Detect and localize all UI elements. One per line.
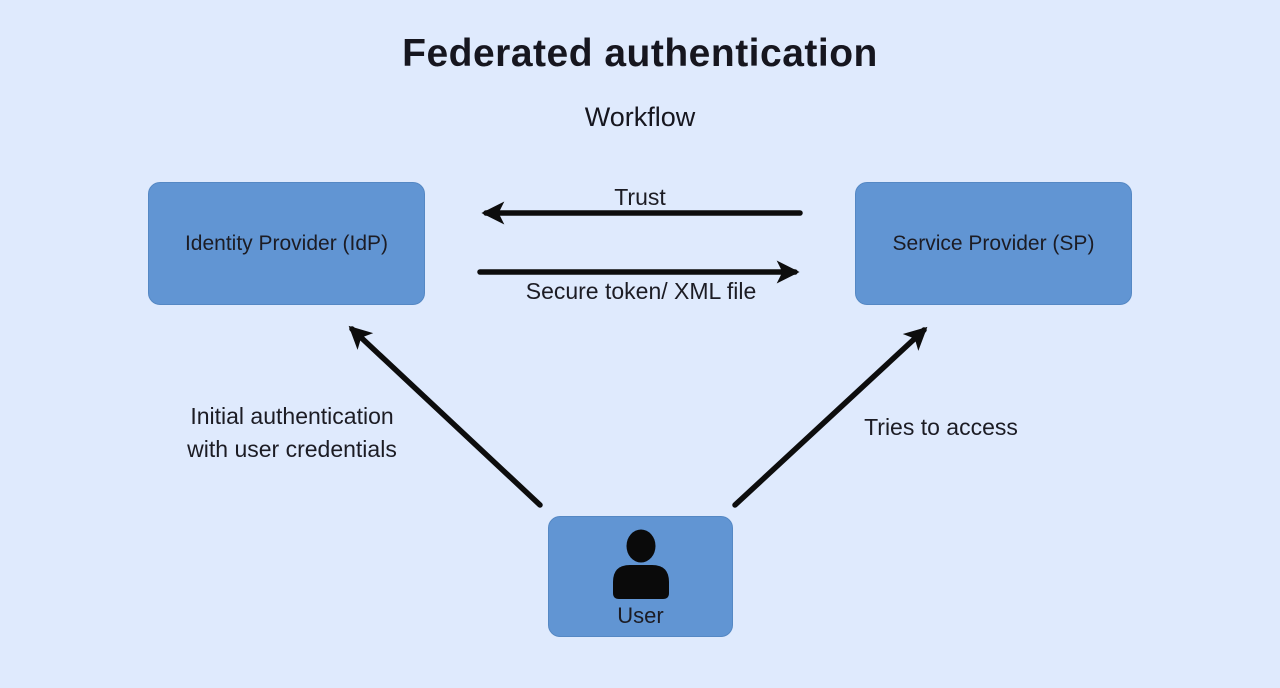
initial-auth-arrow-label: Initial authentication with user credent… xyxy=(187,400,397,466)
diagram-title: Federated authentication xyxy=(402,32,878,75)
tries-to-access-arrow-label: Tries to access xyxy=(864,414,1018,440)
identity-provider-label: Identity Provider (IdP) xyxy=(184,231,389,255)
service-provider-label: Service Provider (SP) xyxy=(892,231,1095,255)
service-provider-node: Service Provider (SP) xyxy=(855,182,1132,305)
user-person-icon xyxy=(612,529,669,599)
identity-provider-node: Identity Provider (IdP) xyxy=(148,182,425,305)
initial-auth-label-line1: Initial authentication xyxy=(190,403,394,429)
user-node: User xyxy=(548,516,733,637)
trust-arrow-label: Trust xyxy=(614,184,666,210)
user-label: User xyxy=(617,603,664,628)
initial-auth-label-line2: with user credentials xyxy=(187,436,397,462)
diagram-subtitle: Workflow xyxy=(584,102,696,132)
secure-token-arrow-label: Secure token/ XML file xyxy=(525,278,757,304)
